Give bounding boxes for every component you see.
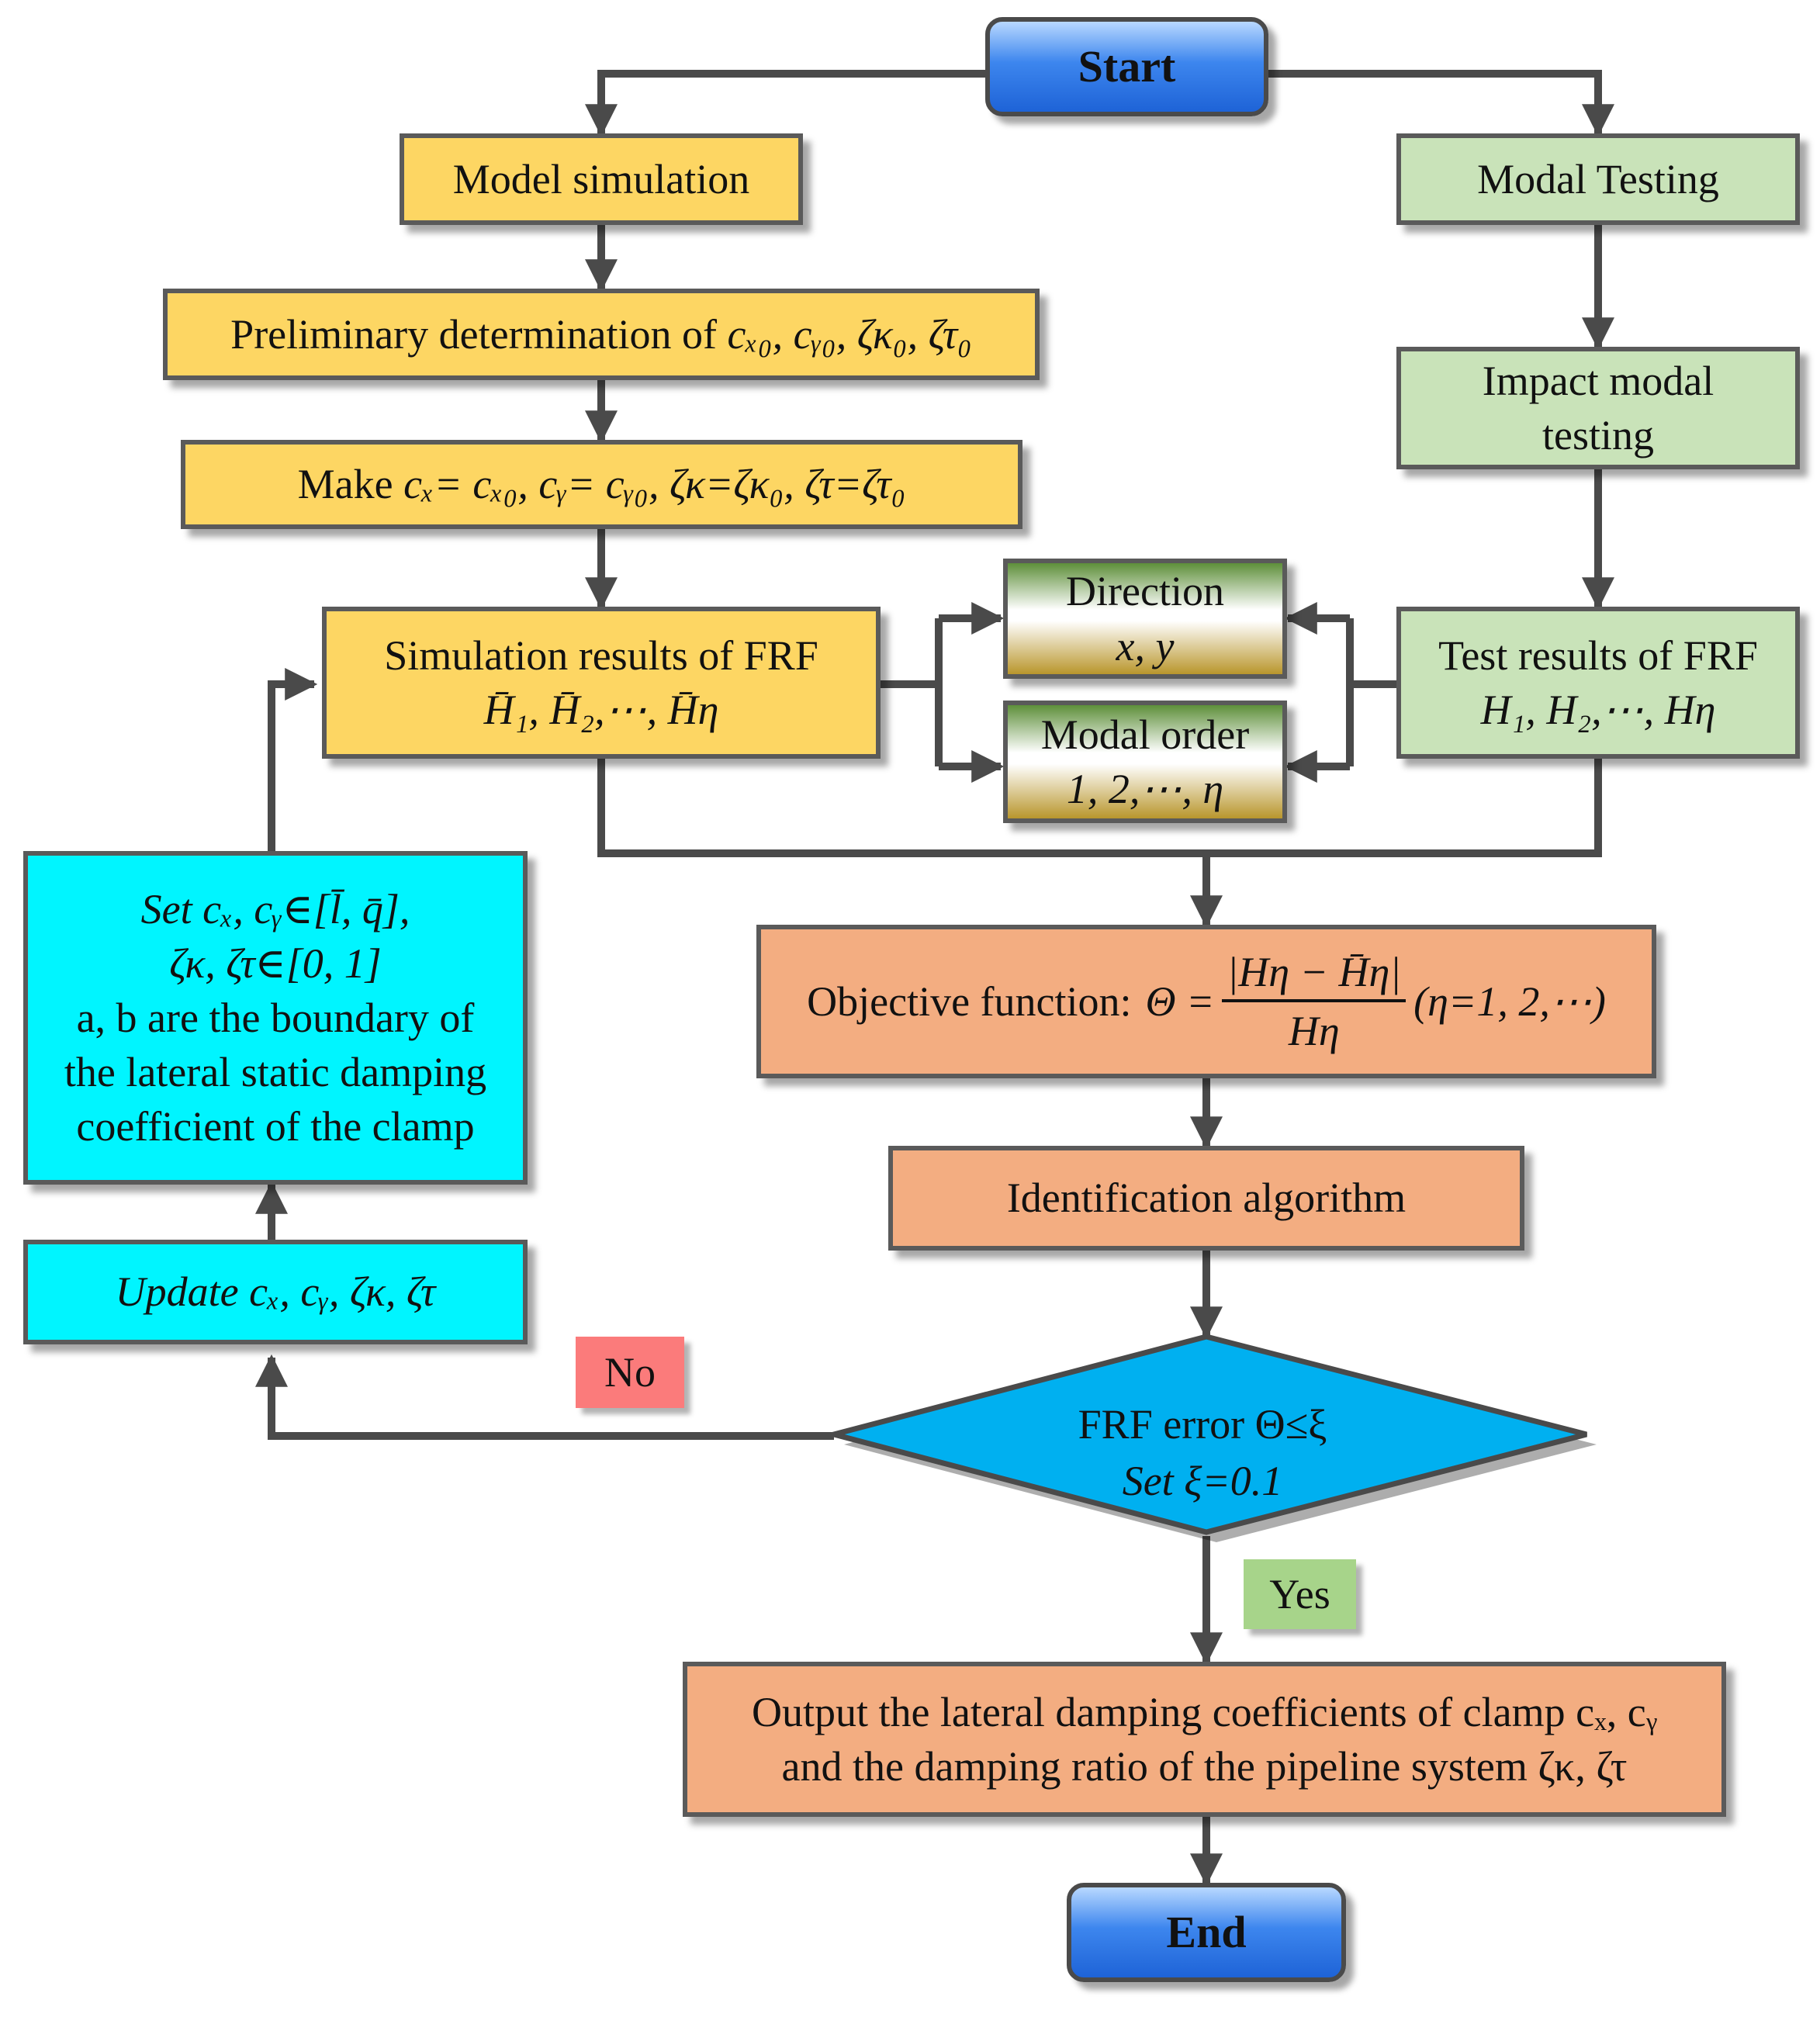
modal-order-box: Modal order 1, 2,⋯, η [1003,701,1287,823]
make-prefix: Make [297,461,393,508]
edge-set-sim-results [268,668,318,851]
impact-line2: testing [1542,412,1654,458]
set-constraints-box: Set cₓ, cᵧ∈[l̄, q̄], ζκ, ζτ∈[0, 1] a, b … [23,851,528,1185]
identification-label: Identification algorithm [1006,1175,1407,1222]
preliminary-box: Preliminary determination of cₓ₀, cᵧ₀, ζ… [163,289,1040,380]
start-label: Start [1078,41,1176,92]
decision-line1: FRF error Θ≤ξ [1078,1401,1327,1448]
test-results-line2: H₁, H₂,⋯, Hη [1480,687,1716,733]
test-results-box: Test results of FRF H₁, H₂,⋯, Hη [1396,607,1800,759]
identification-algorithm-box: Identification algorithm [888,1146,1524,1251]
objective-prefix: Objective function: [807,977,1132,1025]
objective-fraction: |Hη − H̄η| Hη [1222,945,1407,1058]
edge-results-merge [597,759,1602,857]
make-eq: cₓ= cₓ₀, cᵧ= cᵧ₀, ζκ=ζκ₀, ζτ=ζτ₀ [403,461,906,508]
objective-lhs: Θ = [1145,977,1215,1025]
no-label: No [576,1337,684,1408]
simulation-results-box: Simulation results of FRF H̄₁, H̄₂,⋯, H̄… [322,607,881,759]
test-results-line1: Test results of FRF [1438,631,1758,679]
objective-suffix: (η=1, 2,⋯) [1413,977,1606,1025]
set-line4: the lateral static damping [64,1049,487,1096]
preliminary-text: Preliminary determination of cₓ₀, cᵧ₀, ζ… [230,307,972,362]
objective-denominator: Hη [1288,1008,1340,1054]
modal-order-line2: 1, 2,⋯, η [1066,766,1224,812]
direction-line1: Direction [1066,568,1224,615]
output-line1: Output the lateral damping coefficients … [751,1688,1658,1735]
set-line3: a, b are the boundary of [76,994,475,1041]
objective-numerator: |Hη − H̄η| [1222,945,1407,1002]
yes-label: Yes [1244,1559,1356,1629]
make-text: Make cₓ= cₓ₀, cᵧ= cᵧ₀, ζκ=ζκ₀, ζτ=ζτ₀ [298,457,906,511]
edge-start-model-simulation [585,70,985,137]
objective-function-box: Objective function: Θ = |Hη − H̄η| Hη (η… [756,925,1656,1078]
end-terminal: End [1067,1883,1346,1982]
end-label: End [1166,1907,1247,1958]
decision-line2: Set ξ=0.1 [1122,1457,1283,1504]
update-label: Update cₓ, cᵧ, ζκ, ζτ [115,1268,436,1316]
output-box: Output the lateral damping coefficients … [683,1662,1726,1817]
preliminary-prefix: Preliminary determination of [230,310,717,358]
direction-line2: x, y [1116,622,1175,669]
objective-text: Objective function: Θ = |Hη − H̄η| Hη (η… [807,945,1606,1058]
edge-start-modal-testing [1268,70,1614,137]
start-terminal: Start [985,17,1268,116]
impact-modal-testing-box: Impact modal testing [1396,347,1800,469]
modal-testing-box: Modal Testing [1396,133,1800,225]
make-box: Make cₓ= cₓ₀, cᵧ= cᵧ₀, ζκ=ζκ₀, ζτ=ζτ₀ [181,440,1022,529]
impact-line1: Impact modal [1482,357,1714,404]
model-simulation-box: Model simulation [400,133,803,225]
edge-decision-update-no [255,1354,834,1440]
sim-results-line2: H̄₁, H̄₂,⋯, H̄η [483,687,719,733]
model-simulation-label: Model simulation [452,155,750,202]
decision-text: FRF error Θ≤ξ Set ξ=0.1 [1001,1396,1404,1510]
edge-test-to-direction [1288,618,1354,766]
modal-order-line1: Modal order [1040,711,1250,758]
direction-box: Direction x, y [1003,559,1287,679]
no-label-text: No [604,1349,656,1396]
edge-sim-to-direction [935,618,1001,766]
set-line1: Set cₓ, cᵧ∈[l̄, q̄], [140,885,410,932]
decision-diamond-shape [823,1334,1587,1535]
yes-label-text: Yes [1269,1571,1330,1617]
output-line2: and the damping ratio of the pipeline sy… [781,1743,1628,1790]
update-box: Update cₓ, cᵧ, ζκ, ζτ [23,1240,528,1344]
set-line5: coefficient of the clamp [76,1103,475,1150]
preliminary-vars: cₓ₀, cᵧ₀, ζκ₀, ζτ₀ [727,310,972,358]
set-line2: ζκ, ζτ∈[0, 1] [169,939,382,987]
modal-testing-label: Modal Testing [1477,155,1719,202]
sim-results-line1: Simulation results of FRF [384,631,818,679]
